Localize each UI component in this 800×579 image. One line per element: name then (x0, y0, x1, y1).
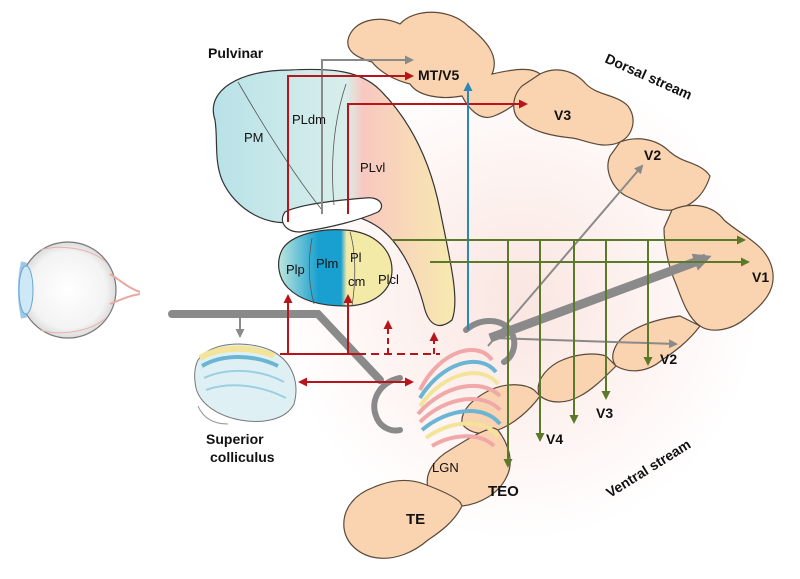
green-pathways (392, 235, 750, 468)
lgn-label: LGN (432, 460, 459, 475)
optic-tract (168, 310, 518, 434)
lgn-to-v2-ventral-arrow (491, 337, 678, 349)
colliculus-label: colliculus (210, 449, 275, 465)
v1-label: V1 (752, 269, 769, 285)
pulvinar-nucleus (212, 68, 456, 327)
cm-label: cm (348, 274, 365, 289)
lgn-to-v1-arrow (488, 253, 712, 343)
teo-label: TEO (488, 483, 519, 500)
pldm-to-mt-arrow (321, 55, 414, 214)
plcl-label: Plcl (378, 272, 399, 287)
pulvinar-title: Pulvinar (208, 45, 264, 61)
eye-icon (18, 241, 141, 339)
v2-ventral-label: V2 (660, 351, 677, 367)
lgn-nucleus (416, 348, 502, 448)
lgn-to-v2-dorsal-arrow (487, 164, 644, 347)
pl-label: Pl (350, 250, 362, 265)
mt-v5-label: MT/V5 (418, 67, 459, 83)
superior-label: Superior (206, 431, 264, 447)
pm-label: PM (244, 130, 264, 145)
superior-colliculus (194, 343, 297, 425)
pldm-label: PLdm (292, 112, 326, 127)
plm-label: Plm (316, 256, 338, 271)
plvl-label: PLvl (360, 160, 385, 175)
v2-dorsal-label: V2 (644, 147, 661, 163)
v3-dorsal-label: V3 (554, 107, 571, 123)
v3-ventral-label: V3 (596, 405, 613, 421)
plp-label: Plp (286, 262, 305, 277)
te-label: TE (406, 511, 425, 528)
red-pathways (280, 71, 528, 387)
v4-label: V4 (546, 431, 563, 447)
